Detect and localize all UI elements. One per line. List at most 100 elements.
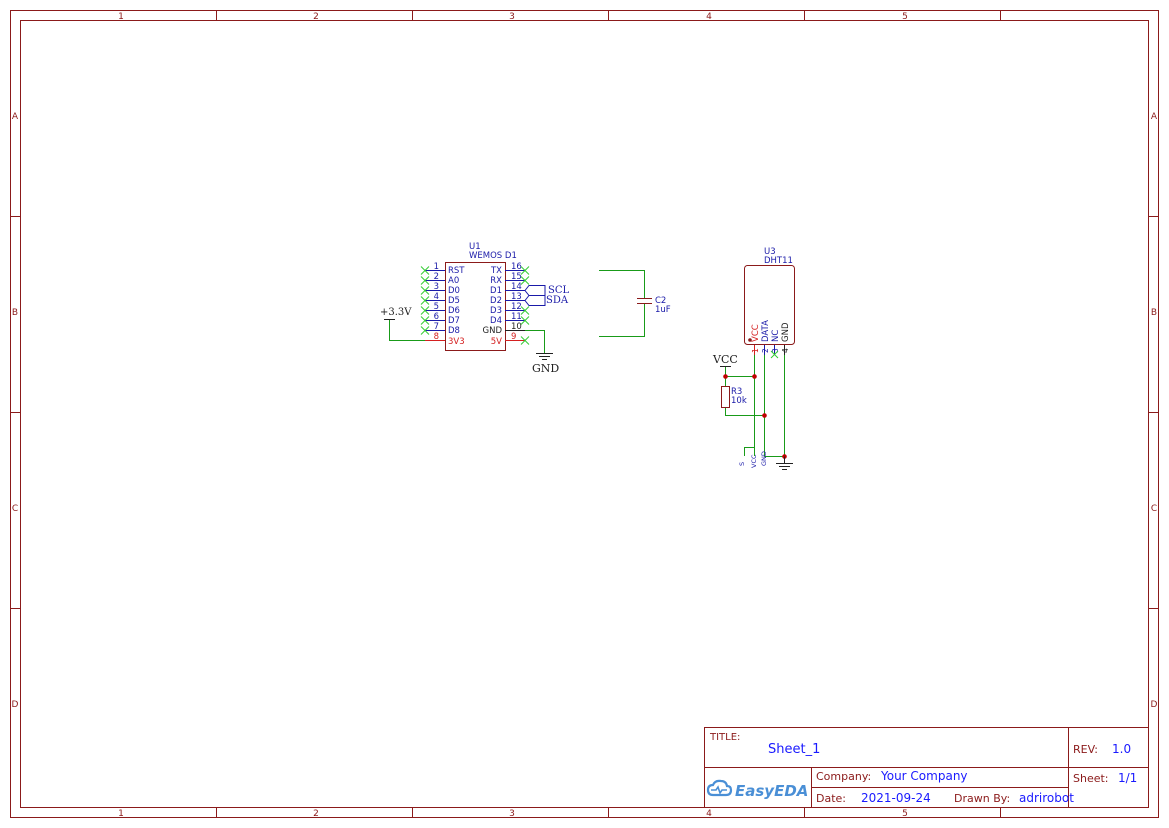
gnd-label: GND: [532, 362, 559, 375]
power-vcc: VCC: [712, 353, 738, 367]
pin-number: 13: [511, 292, 522, 302]
pin-number: 1: [751, 348, 760, 353]
date-value: 2021-09-24: [861, 791, 931, 805]
pin-name: 5V: [491, 337, 502, 347]
col-label: 5: [902, 12, 908, 22]
net-flags: [524, 285, 546, 306]
pin-name: D5: [448, 296, 460, 306]
row-label: D: [12, 700, 19, 710]
drawn-label: Drawn By:: [954, 792, 1010, 805]
pin-name: GND: [781, 322, 791, 342]
r3-value: 10k: [731, 396, 747, 406]
junction-dot: [752, 374, 757, 379]
net-label-sda: SDA: [546, 295, 569, 306]
junction-dot: [723, 374, 728, 379]
u1-body: [445, 262, 506, 351]
power-3v3-label: +3.3V: [380, 307, 412, 318]
row-label: B: [12, 308, 18, 318]
net-flag-sda: [524, 295, 546, 306]
pin-number: 10: [511, 322, 522, 332]
col-label: 4: [706, 809, 712, 819]
easyeda-logo: EasyEDA: [706, 779, 808, 800]
no-connect-x: [770, 350, 779, 359]
no-connect-x: [420, 296, 430, 305]
rev-label: REV:: [1073, 743, 1098, 756]
no-connect-x: [420, 276, 430, 285]
no-connect-x: [420, 316, 430, 325]
company-label: Company:: [816, 770, 871, 783]
pin-name: A0: [448, 276, 459, 286]
pin-number: 12: [511, 302, 522, 312]
pin-name: VCC: [751, 324, 761, 342]
u1-left-pin-names: RST A0 D0 D5 D6 D7 D8 3V3: [448, 266, 465, 347]
u1-wires: [389, 319, 545, 353]
wire-gnd: [525, 330, 545, 353]
u1-wemos[interactable]: U1 WEMOS D1 1 2 3 4 5 6 7 8 RST A0 D0: [380, 242, 570, 375]
pin-name: D8: [448, 326, 460, 336]
c2-wire-top: [599, 270, 645, 298]
u3-dht11[interactable]: U3 DHT11 VCC DATA NC GND 1 2 3 4: [712, 247, 795, 470]
pin-name: RST: [448, 266, 465, 276]
outer-border: [10, 10, 1159, 818]
col-label: 5: [902, 809, 908, 819]
pin-number: 5: [434, 302, 439, 312]
u3-pins: [754, 345, 785, 355]
cloud-pulse: [711, 785, 727, 795]
r3-designator: R3: [731, 387, 742, 397]
pin-name: DATA: [761, 320, 771, 342]
sheet-frame: [10, 10, 1159, 818]
no-connect-x: [520, 276, 530, 285]
c2-capacitor[interactable]: C2 1uF: [599, 270, 671, 337]
u1-left-pin-nums: 1 2 3 4 5 6 7 8: [434, 262, 439, 342]
pin-number: 9: [511, 332, 516, 342]
u3-pin1-dot: [748, 338, 752, 342]
pin-name: D2: [490, 296, 502, 306]
ground-symbol: [536, 353, 553, 360]
pin-name: GND: [483, 326, 503, 336]
row-label: B: [1151, 308, 1157, 318]
u1-value: WEMOS D1: [469, 251, 517, 261]
frame-labels: 1 2 3 4 5 1 2 3 4 5 A B C D A B C D: [12, 12, 1158, 819]
col-label: 1: [118, 12, 124, 22]
u1-right-pin-names: TX RX D1 D2 D3 D4 GND 5V: [483, 266, 503, 347]
pin-number: 8: [434, 332, 439, 342]
row-label: D: [1151, 700, 1158, 710]
header-pin-label: VCC: [750, 454, 758, 468]
vcc-label: VCC: [712, 353, 738, 366]
pin-name: D4: [490, 316, 502, 326]
pin-number: 4: [781, 348, 790, 353]
junction-dot: [762, 413, 767, 418]
no-connect-x: [520, 336, 530, 345]
r3-resistor[interactable]: R3 10k: [721, 386, 747, 408]
title-block: TITLE: Sheet_1 REV: 1.0 EasyEDA Company:…: [704, 727, 1149, 808]
row-label: A: [12, 112, 19, 122]
pin-name: D0: [448, 286, 460, 296]
sheet-value: 1/1: [1118, 771, 1137, 785]
rev-value: 1.0: [1112, 742, 1131, 756]
company-value: Your Company: [880, 769, 968, 783]
r3-body: [721, 386, 730, 408]
no-connect-markers: [420, 266, 530, 345]
u3-body: [744, 265, 795, 345]
net-flag-scl: [524, 285, 546, 296]
pin-number: 1: [434, 262, 439, 272]
logo-text: EasyEDA: [735, 782, 808, 800]
no-connect-x: [420, 266, 430, 275]
pin-number: 14: [511, 282, 522, 292]
power-3v3: +3.3V: [380, 307, 412, 320]
u3-value: DHT11: [764, 256, 793, 266]
pin-number: 16: [511, 262, 522, 272]
pin-name: D1: [490, 286, 502, 296]
pin-number: 6: [434, 312, 439, 322]
c2-wire-bottom: [599, 303, 645, 337]
col-label: 3: [509, 809, 515, 819]
pin-number: 2: [434, 272, 439, 282]
row-label: C: [1151, 504, 1157, 514]
inner-border: [20, 20, 1149, 808]
drawn-value: adrirobot: [1019, 791, 1074, 805]
sheet-label: Sheet:: [1073, 772, 1109, 785]
pin-number: 15: [511, 272, 522, 282]
u3-pin-nums: 1 2 3 4: [751, 348, 790, 353]
pin-number: 4: [434, 292, 439, 302]
